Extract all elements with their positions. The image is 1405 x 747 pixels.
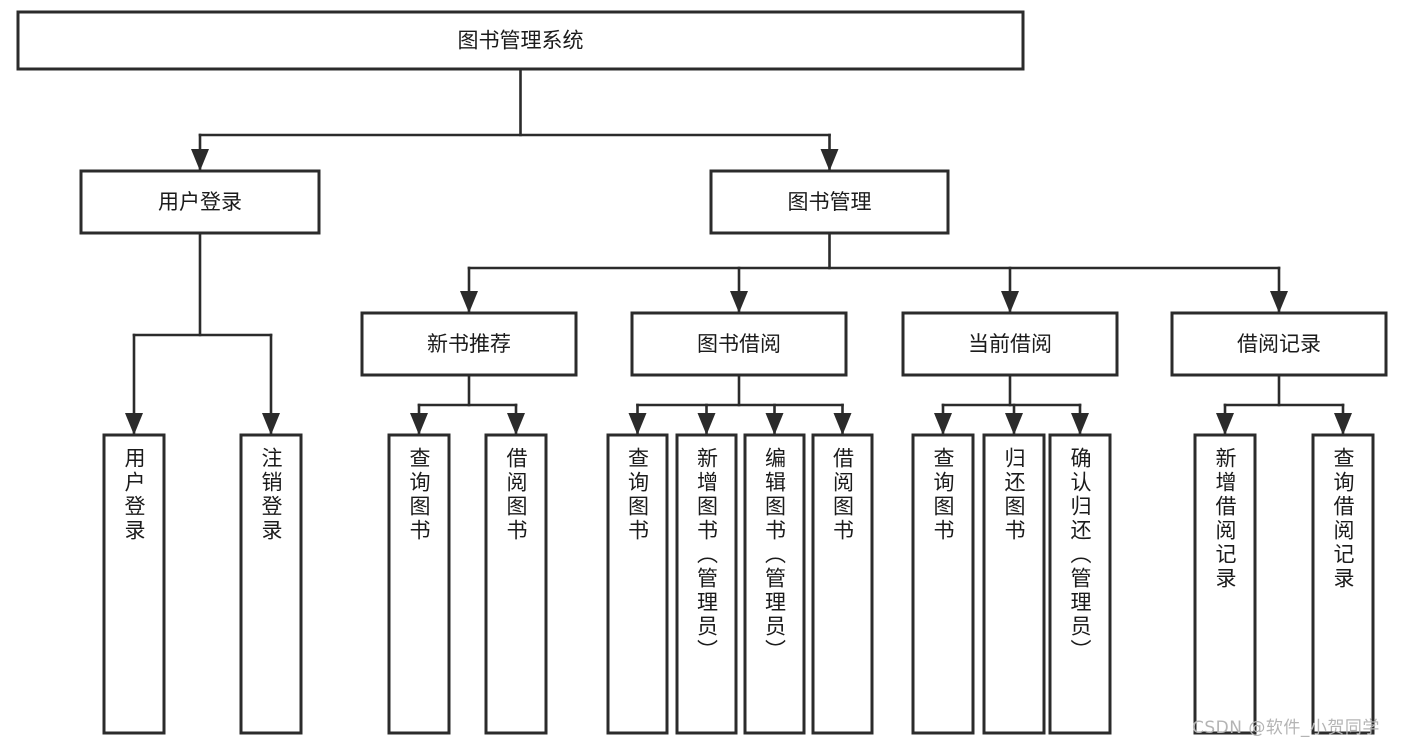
node-box-record-add[interactable] xyxy=(1193,433,1257,735)
arrow-head-icon-book-borrow xyxy=(730,291,748,313)
arrow-head-icon-record-query xyxy=(1334,413,1352,435)
node-label-book-borrow: 图书借阅 xyxy=(697,332,781,356)
node-box-current-query-book[interactable] xyxy=(911,433,975,735)
node-box-user-login-leaf[interactable] xyxy=(102,433,166,735)
node-box-root[interactable] xyxy=(16,10,1025,71)
arrow-head-icon-recommend-query-book xyxy=(410,413,428,435)
node-box-new-book-recommend[interactable] xyxy=(360,311,578,377)
arrow-head-icon-current-return-book xyxy=(1005,413,1023,435)
arrow-head-icon-current-query-book xyxy=(934,413,952,435)
node-box-borrow-borrow-book[interactable] xyxy=(811,433,874,735)
node-box-borrow-edit-book[interactable] xyxy=(743,433,806,735)
arrow-head-icon-user-login-leaf xyxy=(125,413,143,435)
node-box-borrow-record[interactable] xyxy=(1170,311,1388,377)
node-box-current-borrow[interactable] xyxy=(901,311,1119,377)
node-box-book-borrow[interactable] xyxy=(630,311,848,377)
node-box-book-management[interactable] xyxy=(709,169,950,235)
node-box-current-confirm-return[interactable] xyxy=(1048,433,1112,735)
arrow-head-icon-current-borrow xyxy=(1001,291,1019,313)
arrow-head-icon-recommend-borrow-book xyxy=(507,413,525,435)
node-box-record-query[interactable] xyxy=(1311,433,1375,735)
arrow-head-icon-borrow-record xyxy=(1270,291,1288,313)
node-label-current-borrow: 当前借阅 xyxy=(968,332,1052,356)
node-label-new-book-recommend: 新书推荐 xyxy=(427,332,511,356)
node-box-borrow-query-book[interactable] xyxy=(606,433,669,735)
arrow-head-icon-book-management xyxy=(820,149,839,171)
node-box-recommend-query-book[interactable] xyxy=(387,433,451,735)
arrow-head-icon-record-add xyxy=(1216,413,1234,435)
arrow-head-icon-borrow-add-book xyxy=(697,413,716,435)
node-label-root: 图书管理系统 xyxy=(458,29,584,53)
node-label-book-management: 图书管理 xyxy=(788,190,872,214)
connector-layer xyxy=(125,67,1352,435)
node-label-user-login: 用户登录 xyxy=(158,190,242,214)
arrow-head-icon-current-confirm-return xyxy=(1071,413,1089,435)
arrow-head-icon-user-logout-leaf xyxy=(262,413,280,435)
node-box-borrow-add-book[interactable] xyxy=(675,433,738,735)
arrow-head-icon-new-book-recommend xyxy=(460,291,478,313)
node-box-layer xyxy=(16,10,1388,735)
arrow-head-icon-borrow-query-book xyxy=(628,413,647,435)
arrow-head-icon-borrow-edit-book xyxy=(765,413,784,435)
node-box-user-login[interactable] xyxy=(79,169,321,235)
node-box-user-logout-leaf[interactable] xyxy=(239,433,303,735)
watermark-text: CSDN @软件_小贺同学 xyxy=(1192,718,1380,738)
arrow-head-icon-user-login xyxy=(191,149,209,171)
arrow-head-icon-borrow-borrow-book xyxy=(833,413,852,435)
node-label-borrow-record: 借阅记录 xyxy=(1237,332,1321,356)
node-box-recommend-borrow-book[interactable] xyxy=(484,433,548,735)
node-box-current-return-book[interactable] xyxy=(982,433,1046,735)
